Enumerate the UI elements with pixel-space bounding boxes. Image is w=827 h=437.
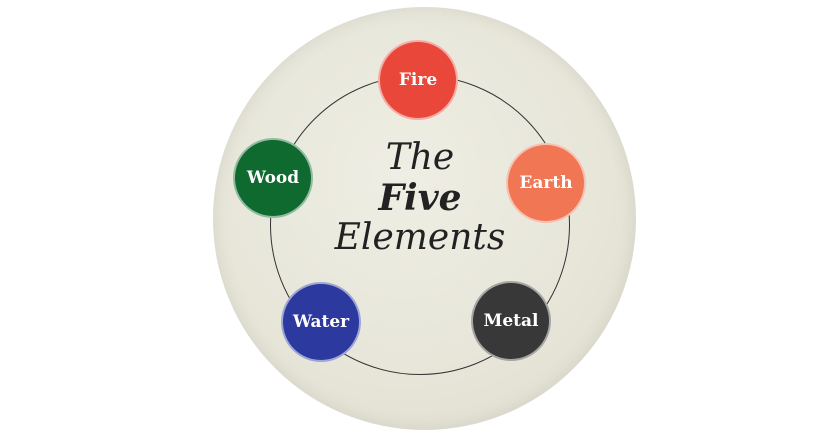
element-fire: Fire bbox=[378, 40, 458, 120]
element-water: Water bbox=[281, 282, 361, 362]
element-earth: Earth bbox=[506, 143, 586, 223]
element-metal: Metal bbox=[471, 281, 551, 361]
title-line-1: The bbox=[385, 137, 455, 178]
title-line-2: Five bbox=[378, 177, 462, 219]
element-wood: Wood bbox=[233, 138, 313, 218]
title-line-3: Elements bbox=[334, 217, 506, 258]
diagram-title: The Five Elements bbox=[320, 140, 520, 256]
